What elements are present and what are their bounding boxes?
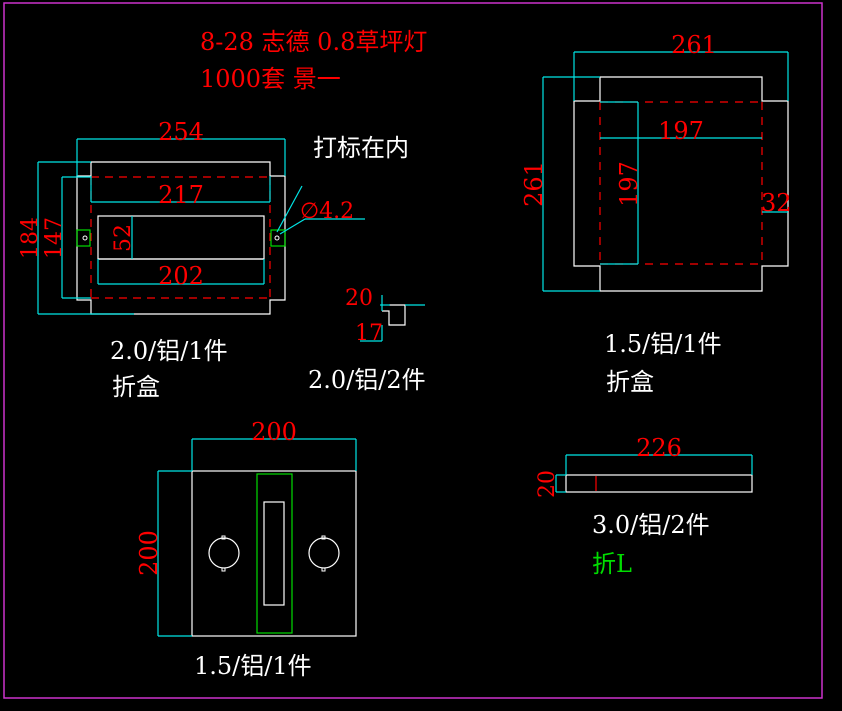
dim-height: 20	[535, 470, 560, 498]
dim-overall-width: 261	[671, 31, 717, 59]
dim-inner-height: 147	[42, 217, 67, 259]
mark-area	[256, 473, 293, 634]
part5-drawing: 226 20 3.0/铝/2件 折L	[535, 434, 753, 578]
part1-spec: 2.0/铝/1件	[110, 337, 228, 365]
part1-dimension-lines	[37, 138, 365, 315]
dim-overall-height: 261	[520, 161, 548, 207]
hole-left-icon	[208, 537, 240, 569]
hole-diameter: ∅4.2	[300, 199, 354, 224]
part2-drawing: 20 17 2.0/铝/2件	[308, 286, 426, 394]
bar-outline	[565, 474, 753, 493]
dim-overall-width: 254	[158, 118, 204, 146]
part4-drawing: 200 200 1.5/铝/1件	[135, 418, 357, 680]
dim-inner-width: 197	[658, 117, 704, 145]
slot-cutout	[263, 501, 285, 606]
dim-width: 200	[251, 418, 297, 446]
drawing-border	[3, 2, 823, 699]
dim-overall-height: 184	[18, 217, 43, 259]
mark-square-left	[76, 229, 91, 247]
header-quantity: 1000套 景一	[200, 65, 341, 93]
part3-spec: 1.5/铝/1件	[604, 330, 722, 358]
hole-right-icon	[274, 235, 280, 241]
marking-note: 打标在内	[313, 134, 409, 162]
dim-flange: 32	[761, 189, 792, 217]
dim-window-width: 202	[158, 262, 204, 290]
part4-spec: 1.5/铝/1件	[194, 652, 312, 680]
header-title: 8-28 志德 0.8草坪灯	[200, 28, 427, 56]
part3-drawing: 261 197 261 197 32 1.5/铝/1件 折盒	[520, 31, 792, 396]
dim-inner-width: 217	[158, 181, 204, 209]
hole-right-icon	[308, 537, 340, 569]
dim-height: 200	[135, 530, 163, 576]
dim-inner-height: 197	[615, 161, 643, 207]
part5-spec: 3.0/铝/2件	[592, 511, 710, 539]
part1-process: 折盒	[112, 373, 160, 401]
part3-outline	[573, 76, 789, 292]
part5-process: 折L	[592, 550, 632, 578]
part3-dimension-lines	[542, 51, 789, 292]
dim-window-height: 52	[111, 224, 136, 252]
dim-length: 226	[636, 434, 682, 462]
plate-outline	[191, 470, 357, 637]
part1-drawing: 254 217 202 52 184 147 打标在内 ∅4.2 2.0/铝/1…	[18, 118, 409, 401]
hole-left-icon	[82, 235, 88, 241]
dim-height: 20	[345, 286, 373, 311]
part2-spec: 2.0/铝/2件	[308, 366, 426, 394]
dim-depth: 17	[355, 321, 383, 346]
part3-process: 折盒	[606, 368, 654, 396]
part3-bend-lines	[599, 101, 763, 265]
